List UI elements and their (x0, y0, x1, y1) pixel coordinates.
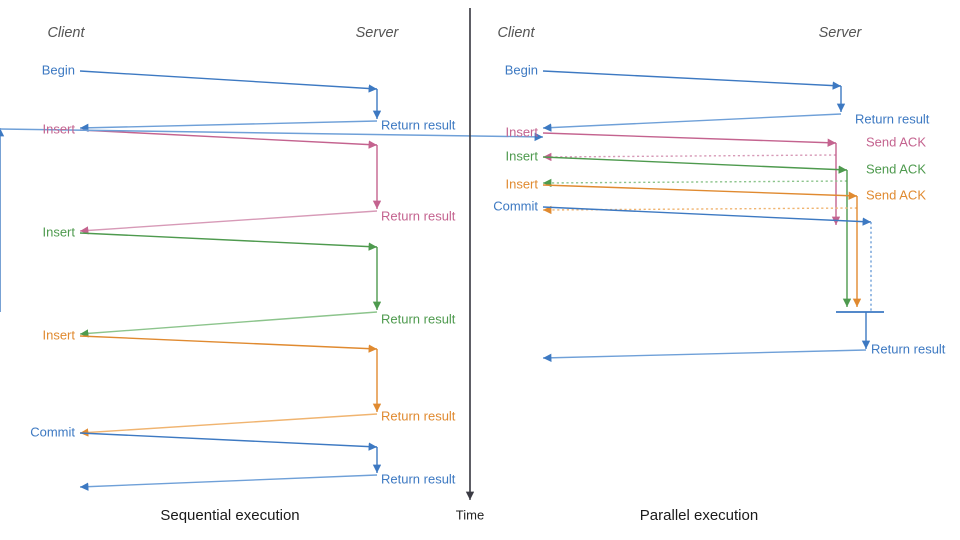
response-label-sequential-2: Return result (381, 311, 456, 326)
request-arrow-parallel-1 (542, 132, 837, 147)
message-label-sequential-1: Insert (42, 121, 75, 136)
request-arrow-sequential-3 (79, 335, 378, 353)
message-label-parallel-4: Commit (493, 198, 538, 213)
request-arrow-sequential-4 (79, 432, 378, 451)
message-label-parallel-2: Insert (505, 148, 538, 163)
final-response-arrow-parallel (542, 349, 867, 362)
actor-client-parallel: Client (497, 25, 535, 41)
response-label-parallel-4: Return result (871, 341, 946, 356)
message-label-sequential-3: Insert (42, 327, 75, 342)
ack-label-parallel-1: Send ACK (866, 134, 926, 149)
request-arrow-parallel-2 (542, 156, 848, 174)
ack-return-arrow-parallel-1 (542, 152, 837, 162)
message-label-sequential-2: Insert (42, 224, 75, 239)
response-arrow-sequential-0 (79, 120, 378, 133)
caption-parallel: Parallel execution (640, 507, 758, 524)
response-label-parallel-0: Return result (855, 111, 930, 126)
message-label-parallel-1: Insert (505, 124, 538, 139)
actor-client-sequential: Client (47, 25, 85, 41)
response-label-sequential-3: Return result (381, 408, 456, 423)
response-label-sequential-1: Return result (381, 208, 456, 223)
diagram-geometry (0, 70, 884, 491)
request-arrow-parallel-4 (542, 206, 872, 226)
request-arrow-sequential-0 (79, 70, 378, 93)
caption-sequential: Sequential execution (160, 507, 299, 524)
response-arrow-sequential-4 (79, 474, 378, 491)
response-arrow-parallel-0 (542, 113, 842, 132)
time-axis-label: Time (456, 507, 484, 522)
response-arrow-sequential-2 (79, 311, 378, 338)
response-label-sequential-0: Return result (381, 117, 456, 132)
request-arrow-sequential-1 (79, 129, 378, 149)
final-response-arrow-parallel (0, 128, 544, 142)
message-label-sequential-4: Commit (30, 424, 75, 439)
actor-server-sequential: Server (356, 25, 400, 41)
response-label-sequential-4: Return result (381, 471, 456, 486)
message-label-parallel-3: Insert (505, 176, 538, 191)
request-arrow-sequential-2 (79, 232, 378, 251)
ack-return-arrow-parallel-2 (542, 178, 848, 188)
request-arrow-parallel-0 (542, 70, 842, 90)
response-arrow-sequential-3 (79, 413, 378, 437)
ack-label-parallel-2: Send ACK (866, 161, 926, 176)
message-label-parallel-0: Begin (505, 62, 538, 77)
actor-server-parallel: Server (819, 25, 863, 41)
request-arrow-parallel-3 (542, 184, 858, 200)
message-label-sequential-0: Begin (42, 62, 75, 77)
response-arrow-sequential-1 (79, 210, 378, 235)
ack-label-parallel-3: Send ACK (866, 187, 926, 202)
